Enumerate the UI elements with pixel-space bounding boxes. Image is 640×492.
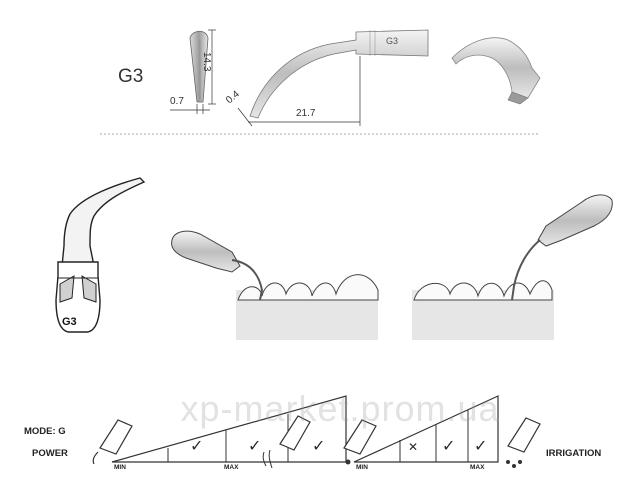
tip-engraving: G3	[386, 36, 399, 46]
teeth-illustration-right	[412, 194, 613, 340]
dimension-length: 21.7	[296, 108, 316, 119]
power-label: POWER	[32, 448, 68, 459]
irrigation-level-3: ✓	[474, 438, 488, 455]
tip-photo	[451, 37, 541, 105]
power-level-2: ✓	[248, 438, 262, 455]
irrigation-label: IRRIGATION	[546, 448, 602, 459]
watermark: xp-market.prom.ua	[180, 388, 500, 429]
dimension-height: 14.3	[201, 52, 212, 72]
teeth-illustration-left	[171, 230, 379, 340]
tip-front-view	[170, 29, 216, 114]
power-min-label: MIN	[114, 464, 126, 471]
tip-side-view	[237, 29, 429, 127]
power-max-label: MAX	[224, 464, 239, 471]
irrigation-min-label: MIN	[356, 464, 368, 471]
irrigation-max-label: MAX	[470, 464, 485, 471]
model-name: G3	[118, 66, 144, 87]
tip-label: G3	[62, 316, 77, 328]
irrigation-scale	[343, 395, 541, 468]
power-level-3: ✓	[312, 438, 326, 455]
tip-large-drawing	[55, 177, 146, 333]
irrigation-level-2: ✓	[442, 438, 456, 455]
irrigation-level-1: ✕	[408, 440, 419, 454]
power-scale	[92, 395, 347, 469]
mode-label: MODE: G	[24, 426, 66, 437]
power-level-1: ✓	[190, 438, 204, 455]
dimension-tip-width: 0.7	[170, 96, 184, 107]
